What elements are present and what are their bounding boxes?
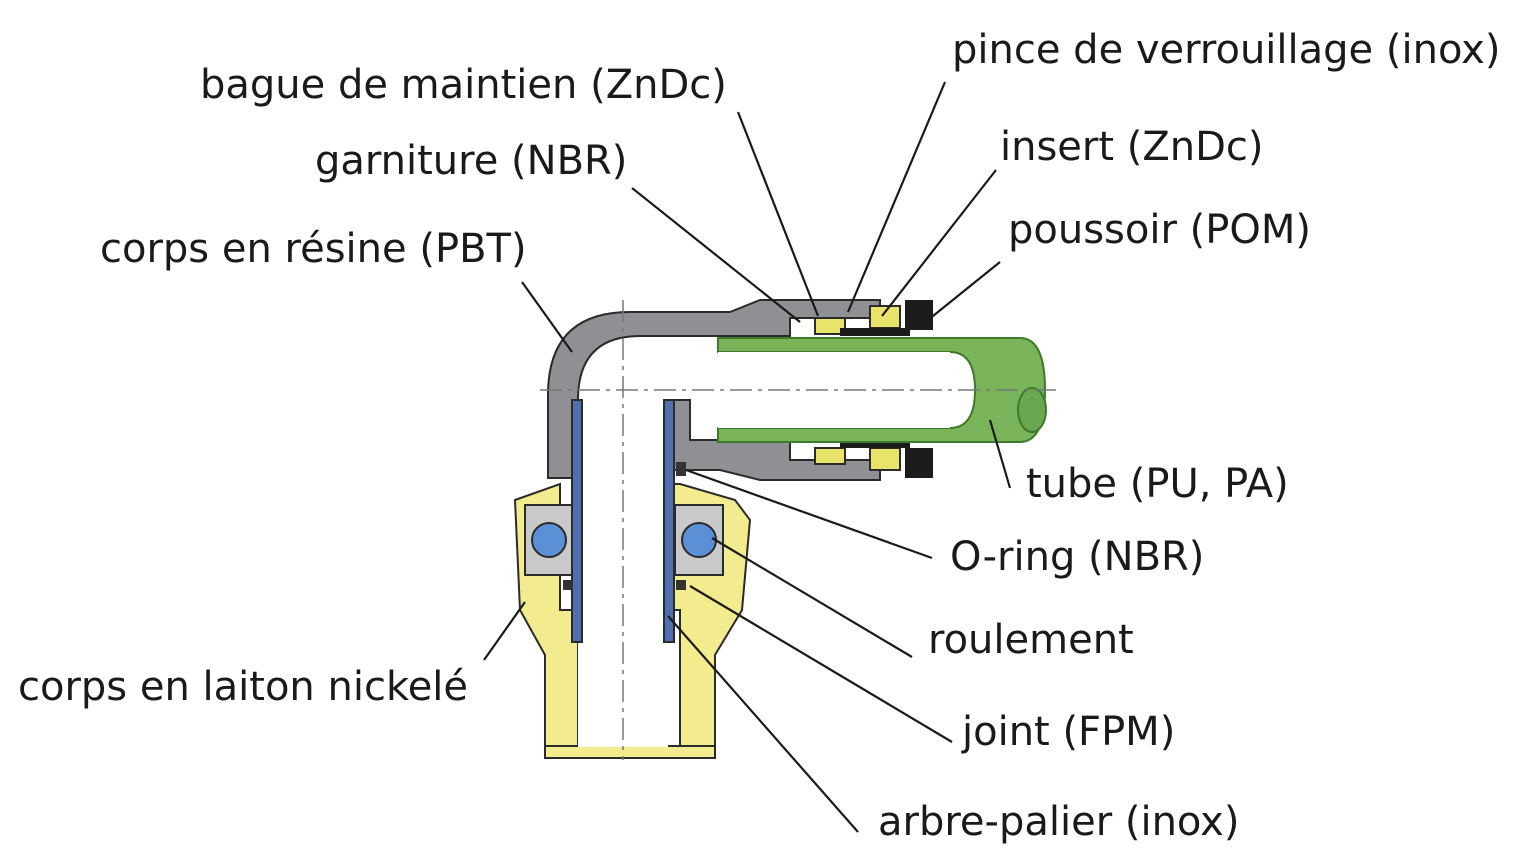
leader-insert: [881, 169, 997, 317]
label-corps-en-laiton: corps en laiton nickelé: [18, 664, 468, 710]
label-poussoir: poussoir (POM): [1008, 207, 1311, 253]
leader-poussoir: [927, 261, 1001, 321]
leader-garniture: [631, 187, 801, 323]
pusher-bottom: [905, 448, 933, 478]
tube-end: [1017, 387, 1047, 433]
leader-corps-resine: [521, 281, 573, 353]
seal-mark-right: [676, 580, 686, 590]
leader-tube: [988, 419, 1012, 489]
insert-top-2: [869, 305, 901, 329]
pusher-inner-bottom: [840, 440, 910, 448]
leader-arbre: [667, 615, 859, 833]
label-bague-de-maintien: bague de maintien (ZnDc): [200, 62, 727, 108]
label-corps-en-resine: corps en résine (PBT): [100, 226, 527, 272]
label-pince-de-verrouillage: pince de verrouillage (inox): [952, 27, 1500, 73]
leader-bague-maintien: [736, 111, 820, 317]
label-insert: insert (ZnDc): [1000, 124, 1264, 170]
label-o-ring: O-ring (NBR): [950, 534, 1204, 580]
pusher-top: [905, 300, 933, 330]
shaft-sleeve-left: [571, 399, 583, 643]
leader-pince: [846, 81, 947, 313]
leader-lines: [483, 81, 1012, 833]
insert-bottom-2: [869, 447, 901, 471]
o-ring-mark: [676, 462, 686, 476]
insert-bottom: [814, 447, 846, 465]
pusher-inner-top: [840, 328, 910, 336]
fitting-drawing: [513, 299, 1060, 760]
insert-top: [814, 317, 846, 335]
label-tube: tube (PU, PA): [1026, 461, 1289, 507]
leader-oring: [685, 468, 933, 560]
leader-roulement: [711, 537, 913, 658]
shaft-sleeve-right: [663, 399, 675, 643]
bearing-left: [524, 504, 574, 576]
labels: bague de maintien (ZnDc) pince de verrou…: [18, 27, 1500, 845]
label-joint: joint (FPM): [961, 709, 1175, 755]
leader-corps-laiton: [483, 601, 526, 661]
seal-mark-left: [563, 580, 573, 590]
label-roulement: roulement: [928, 617, 1134, 663]
label-garniture: garniture (NBR): [315, 138, 627, 184]
leader-joint: [689, 585, 953, 743]
label-arbre-palier: arbre-palier (inox): [878, 799, 1239, 845]
brass-bottom-rim: [544, 745, 716, 759]
